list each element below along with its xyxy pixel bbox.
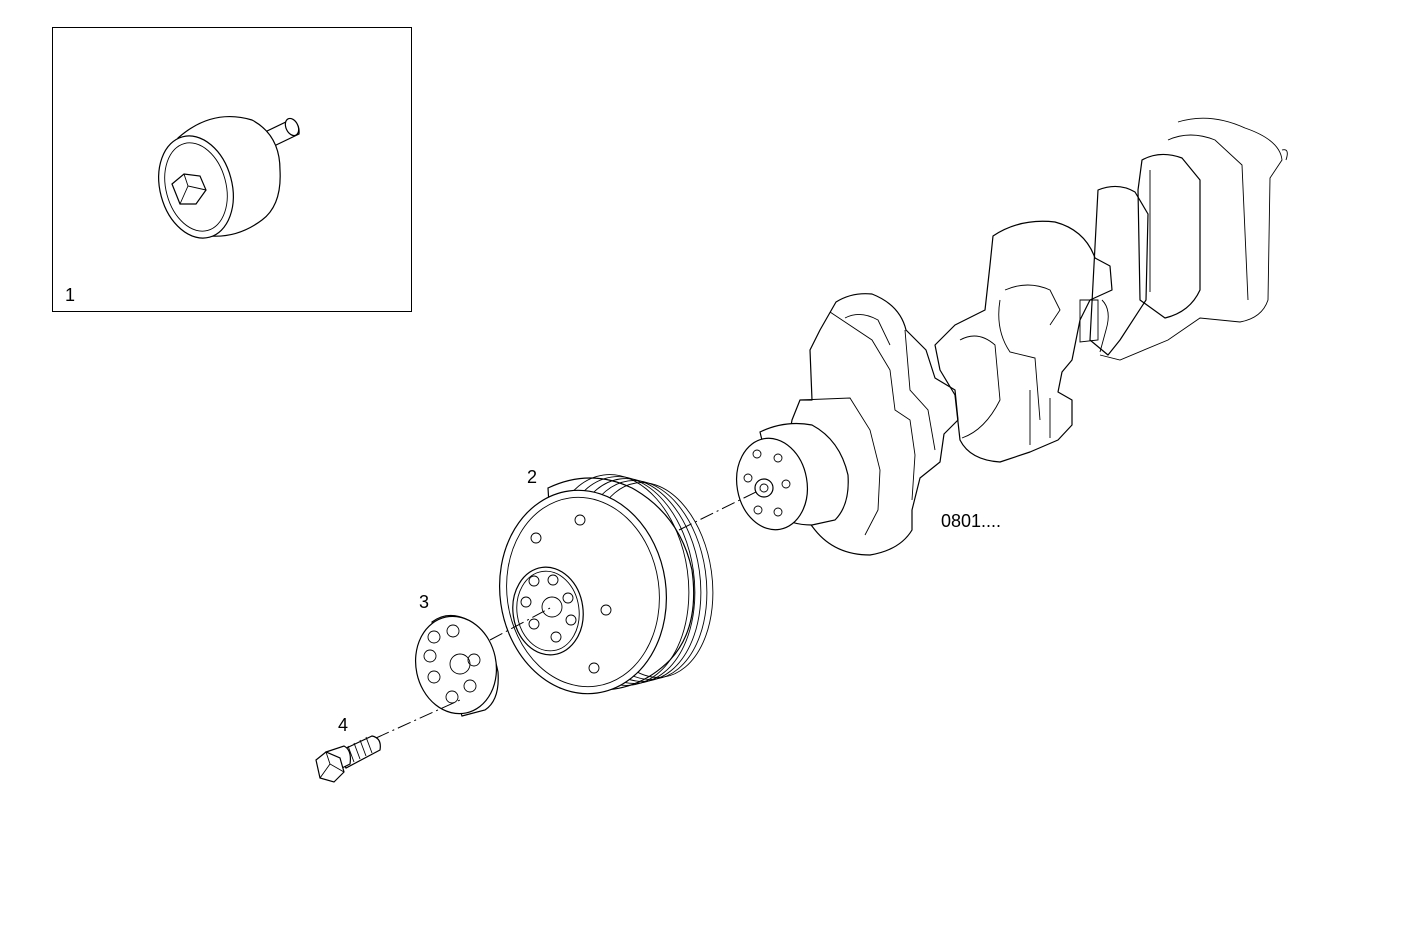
- callout-3: 3: [419, 592, 430, 612]
- crankshaft: [736, 117, 1288, 556]
- pulley-part: [498, 474, 714, 695]
- inset-damper-part: [158, 115, 300, 239]
- assembly-axis-lines: [375, 489, 761, 739]
- bolt-part: [315, 735, 381, 783]
- washer-part: [414, 614, 499, 717]
- callout-2: 2: [527, 467, 538, 487]
- reference-number: 0801....: [941, 511, 1002, 531]
- inset-frame: [52, 27, 412, 312]
- callout-4: 4: [338, 715, 349, 735]
- callout-1: 1: [65, 285, 76, 305]
